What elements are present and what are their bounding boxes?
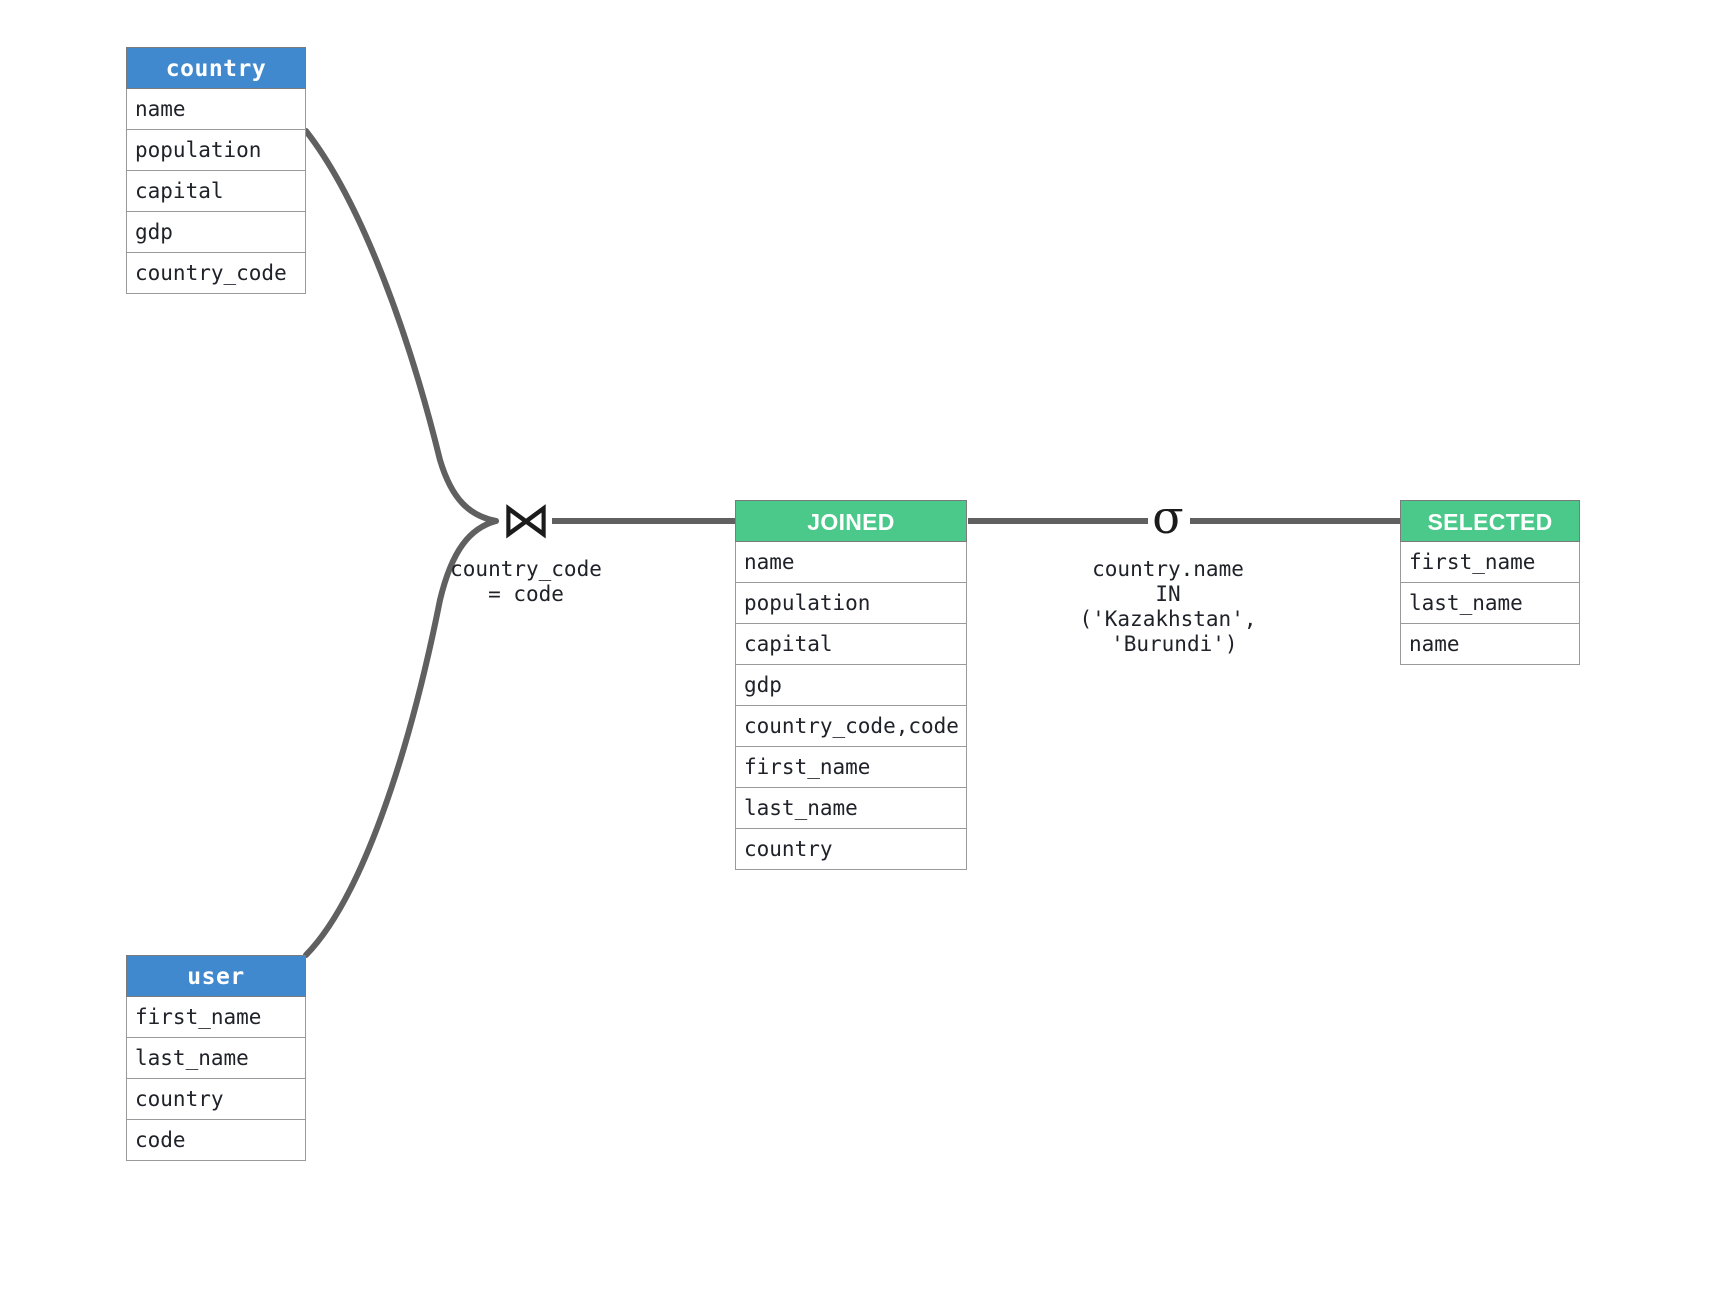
table-user-title: user [126, 955, 306, 997]
table-row: last_name [126, 1038, 306, 1079]
table-row: population [735, 583, 967, 624]
table-row: gdp [735, 665, 967, 706]
table-row: gdp [126, 212, 306, 253]
select-operator-icon[interactable]: σ [1152, 490, 1184, 544]
select-predicate-label-line3: ('Kazakhstan', [1079, 607, 1257, 631]
join-operator-icon[interactable]: ⋈ [501, 491, 551, 549]
table-row: population [126, 130, 306, 171]
join-condition-label-line2: = code [488, 582, 564, 606]
table-row: country [735, 829, 967, 870]
table-row: last_name [1400, 583, 1580, 624]
select-predicate-label-line4: 'Burundi') [1098, 632, 1238, 656]
table-joined-title: JOINED [735, 500, 967, 542]
table-row: capital [126, 171, 306, 212]
table-selected[interactable]: SELECTED first_name last_name name [1400, 500, 1580, 665]
table-row: first_name [126, 997, 306, 1038]
table-joined[interactable]: JOINED name population capital gdp count… [735, 500, 967, 870]
table-row: country [126, 1079, 306, 1120]
table-row: country_code [126, 253, 306, 294]
select-predicate-label-line1: country.name [1092, 557, 1244, 581]
table-row: first_name [1400, 542, 1580, 583]
edge-country-to-join [303, 128, 499, 524]
table-row: name [735, 542, 967, 583]
table-user[interactable]: user first_name last_name country code [126, 955, 306, 1161]
table-row: capital [735, 624, 967, 665]
table-row: country_code,code [735, 706, 967, 747]
select-predicate-label-line2: IN [1155, 582, 1181, 606]
join-condition-label-line1: country_code [450, 557, 602, 581]
table-selected-title: SELECTED [1400, 500, 1580, 542]
table-row: last_name [735, 788, 967, 829]
table-row: first_name [735, 747, 967, 788]
table-row: name [1400, 624, 1580, 665]
table-country[interactable]: country name population capital gdp coun… [126, 47, 306, 294]
table-row: code [126, 1120, 306, 1161]
table-row: name [126, 89, 306, 130]
table-country-title: country [126, 47, 306, 89]
